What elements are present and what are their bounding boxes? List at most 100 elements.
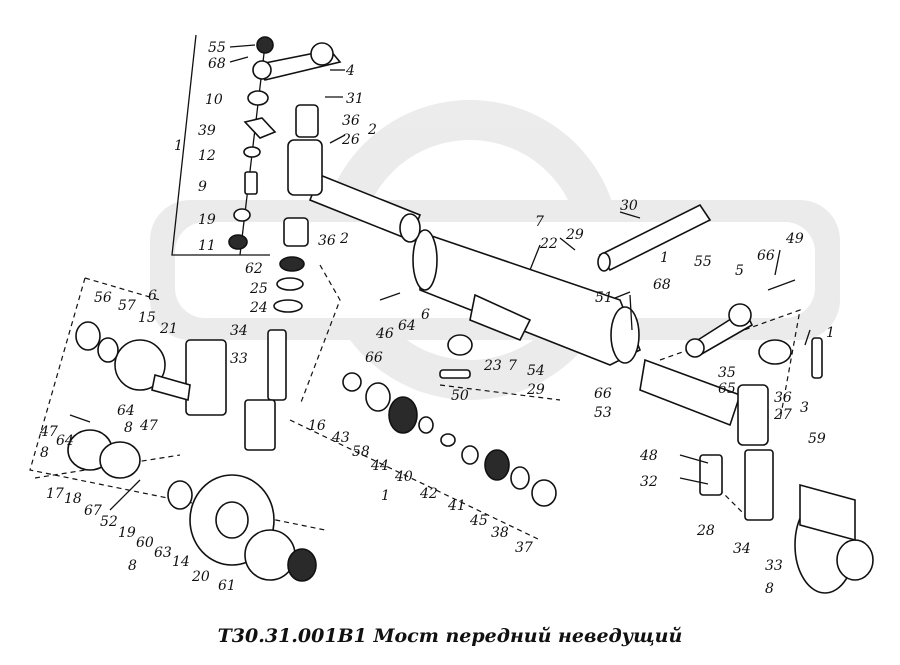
bearing-parts bbox=[342, 334, 557, 507]
label-56: 56 bbox=[94, 290, 112, 306]
label-64b: 64 bbox=[117, 403, 135, 419]
label-68: 68 bbox=[208, 56, 226, 72]
label-61: 61 bbox=[218, 578, 236, 594]
label-18: 18 bbox=[64, 491, 82, 507]
label-38: 38 bbox=[491, 525, 509, 541]
label-48: 48 bbox=[639, 448, 658, 464]
label-9: 9 bbox=[198, 179, 207, 195]
kingpin-left bbox=[114, 329, 287, 451]
label-19b: 19 bbox=[118, 525, 136, 541]
label-21: 21 bbox=[159, 321, 178, 337]
label-8b: 8 bbox=[124, 420, 133, 436]
label-42: 42 bbox=[419, 486, 438, 502]
label-28: 28 bbox=[696, 523, 715, 539]
label-26: 26 bbox=[341, 132, 360, 148]
label-60: 60 bbox=[136, 535, 154, 551]
label-64c: 64 bbox=[398, 318, 416, 334]
label-8d: 8 bbox=[765, 581, 774, 597]
small-parts-left bbox=[75, 36, 305, 363]
part-labels: 55 68 4 10 31 39 36 2 26 1 12 9 19 11 36… bbox=[39, 40, 835, 597]
label-44: 44 bbox=[370, 458, 389, 474]
label-1d: 1 bbox=[826, 325, 835, 341]
label-2: 2 bbox=[367, 122, 377, 138]
label-7b: 7 bbox=[535, 214, 544, 230]
label-35: 35 bbox=[718, 365, 736, 381]
label-45: 45 bbox=[469, 513, 488, 529]
label-10: 10 bbox=[205, 92, 223, 108]
label-54: 54 bbox=[527, 363, 545, 379]
label-62: 62 bbox=[245, 261, 263, 277]
label-53: 53 bbox=[594, 405, 612, 421]
label-17: 17 bbox=[46, 486, 64, 502]
tie-rod-30 bbox=[597, 203, 712, 272]
label-59: 59 bbox=[808, 431, 826, 447]
label-5: 5 bbox=[735, 263, 744, 279]
label-1b: 1 bbox=[381, 488, 390, 504]
label-16: 16 bbox=[308, 418, 326, 434]
label-8c: 8 bbox=[128, 558, 137, 574]
label-7: 7 bbox=[508, 358, 517, 374]
label-33b: 33 bbox=[765, 558, 783, 574]
label-12: 12 bbox=[198, 148, 216, 164]
label-37: 37 bbox=[515, 540, 533, 556]
label-63: 63 bbox=[154, 545, 172, 561]
label-3: 3 bbox=[800, 400, 809, 416]
label-55b: 55 bbox=[694, 254, 712, 270]
hub-left bbox=[67, 429, 317, 582]
label-25: 25 bbox=[249, 281, 268, 297]
label-20: 20 bbox=[191, 569, 210, 585]
label-68b: 68 bbox=[653, 277, 671, 293]
label-19: 19 bbox=[198, 212, 216, 228]
diagram-title: Т30.31.001В1 Мост передний неведущий bbox=[218, 625, 683, 647]
label-6b: 6 bbox=[421, 307, 430, 323]
label-36b: 36 bbox=[318, 233, 336, 249]
label-22: 22 bbox=[539, 236, 558, 252]
label-41: 41 bbox=[447, 498, 466, 514]
label-23: 23 bbox=[483, 358, 502, 374]
label-4: 4 bbox=[345, 63, 355, 79]
label-11: 11 bbox=[198, 238, 216, 254]
right-tube bbox=[639, 358, 774, 521]
label-50: 50 bbox=[451, 388, 469, 404]
label-67: 67 bbox=[84, 503, 102, 519]
label-55: 55 bbox=[208, 40, 226, 56]
left-tube bbox=[283, 104, 422, 247]
hub-right bbox=[699, 337, 874, 594]
label-58: 58 bbox=[352, 444, 370, 460]
label-40: 40 bbox=[394, 469, 413, 485]
label-47: 47 bbox=[39, 424, 58, 440]
steering-arms bbox=[252, 42, 754, 358]
label-31: 31 bbox=[346, 91, 364, 107]
label-43: 43 bbox=[331, 430, 350, 446]
label-30: 30 bbox=[620, 198, 638, 214]
bolts bbox=[69, 279, 796, 511]
label-33: 33 bbox=[230, 351, 248, 367]
label-8: 8 bbox=[40, 445, 49, 461]
label-46: 46 bbox=[375, 326, 394, 342]
label-65: 65 bbox=[718, 381, 736, 397]
label-2b: 2 bbox=[339, 231, 349, 247]
label-1c: 1 bbox=[660, 250, 669, 266]
label-66b: 66 bbox=[594, 386, 612, 402]
label-24: 24 bbox=[249, 300, 268, 316]
label-64: 64 bbox=[56, 433, 74, 449]
label-6: 6 bbox=[148, 288, 157, 304]
label-1: 1 bbox=[174, 138, 183, 154]
label-47b: 47 bbox=[139, 418, 158, 434]
label-57: 57 bbox=[118, 298, 136, 314]
label-52: 52 bbox=[100, 514, 118, 530]
label-39: 39 bbox=[198, 123, 216, 139]
label-29b: 29 bbox=[565, 227, 584, 243]
label-36c: 36 bbox=[774, 390, 792, 406]
label-66: 66 bbox=[365, 350, 383, 366]
leader-lines bbox=[229, 44, 811, 346]
label-51: 51 bbox=[595, 290, 613, 306]
label-34: 34 bbox=[230, 323, 248, 339]
label-27: 27 bbox=[773, 407, 792, 423]
label-66c: 66 bbox=[757, 248, 775, 264]
label-32: 32 bbox=[640, 474, 658, 490]
label-36: 36 bbox=[342, 113, 360, 129]
label-34b: 34 bbox=[733, 541, 751, 557]
